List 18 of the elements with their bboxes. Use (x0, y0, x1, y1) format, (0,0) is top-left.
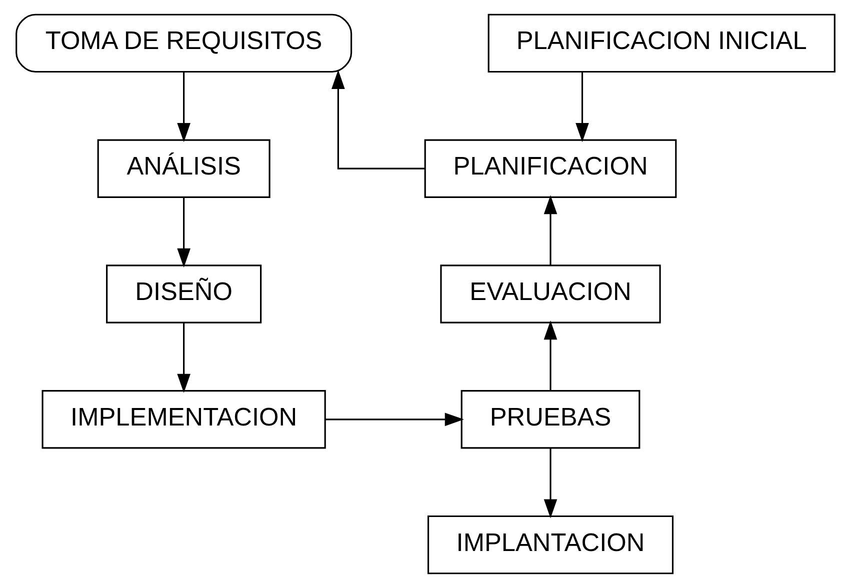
node-box: DISEÑO (106, 264, 262, 324)
node-box: IMPLEMENTACION (42, 390, 326, 449)
node-box: PLANIFICACION (424, 139, 677, 198)
arrow (332, 70, 425, 170)
node-box: IMPLANTACION (427, 515, 674, 574)
node-box: ANÁLISIS (97, 139, 270, 198)
arrow (544, 195, 558, 265)
node-box: PLANIFICACION INICIAL (488, 14, 836, 73)
arrow (177, 198, 190, 268)
arrow (576, 72, 589, 142)
node-box: TOMA DE REQUISITOS (16, 14, 352, 73)
arrow (177, 323, 190, 393)
node-box: PRUEBAS (460, 390, 640, 449)
arrow (544, 448, 558, 518)
arrow (544, 320, 558, 390)
node-box: EVALUACION (440, 264, 661, 324)
arrow (177, 72, 190, 142)
arrow (326, 412, 464, 426)
